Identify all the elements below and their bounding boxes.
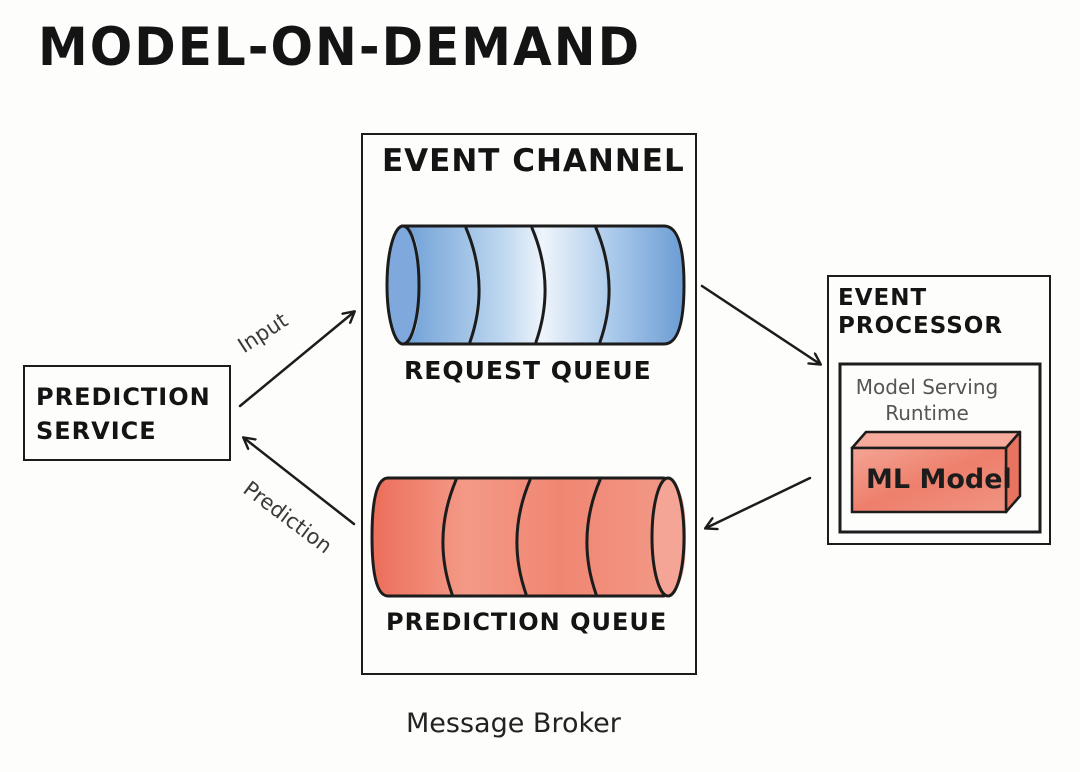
message-broker-caption: Message Broker [406, 708, 621, 739]
request-to-processor-arrow [700, 284, 820, 364]
request-queue-cylinder [385, 224, 686, 346]
processor-to-prediction-arrow [706, 476, 812, 528]
input-arrow [238, 312, 354, 408]
prediction-service-label: PREDICTION SERVICE [36, 383, 211, 445]
request-queue-label: REQUEST QUEUE [404, 356, 652, 385]
event-processor-box [827, 275, 1051, 545]
event-processor-label: EVENT PROCESSOR [838, 285, 1004, 339]
model-serving-runtime-label: Model Serving Runtime [855, 375, 999, 425]
event-channel-title: EVENT CHANNEL [382, 143, 685, 179]
prediction-service-box [23, 365, 231, 461]
ml-model-block [850, 430, 1022, 514]
diagram-title: MODEL-ON-DEMAND [38, 16, 642, 78]
event-channel-box [361, 133, 697, 675]
ml-model-label: ML Model [866, 464, 1012, 495]
prediction-queue-label: PREDICTION QUEUE [386, 608, 668, 636]
prediction-queue-cylinder [370, 476, 686, 598]
runtime-box [838, 362, 1042, 534]
prediction-arrow [244, 438, 356, 526]
